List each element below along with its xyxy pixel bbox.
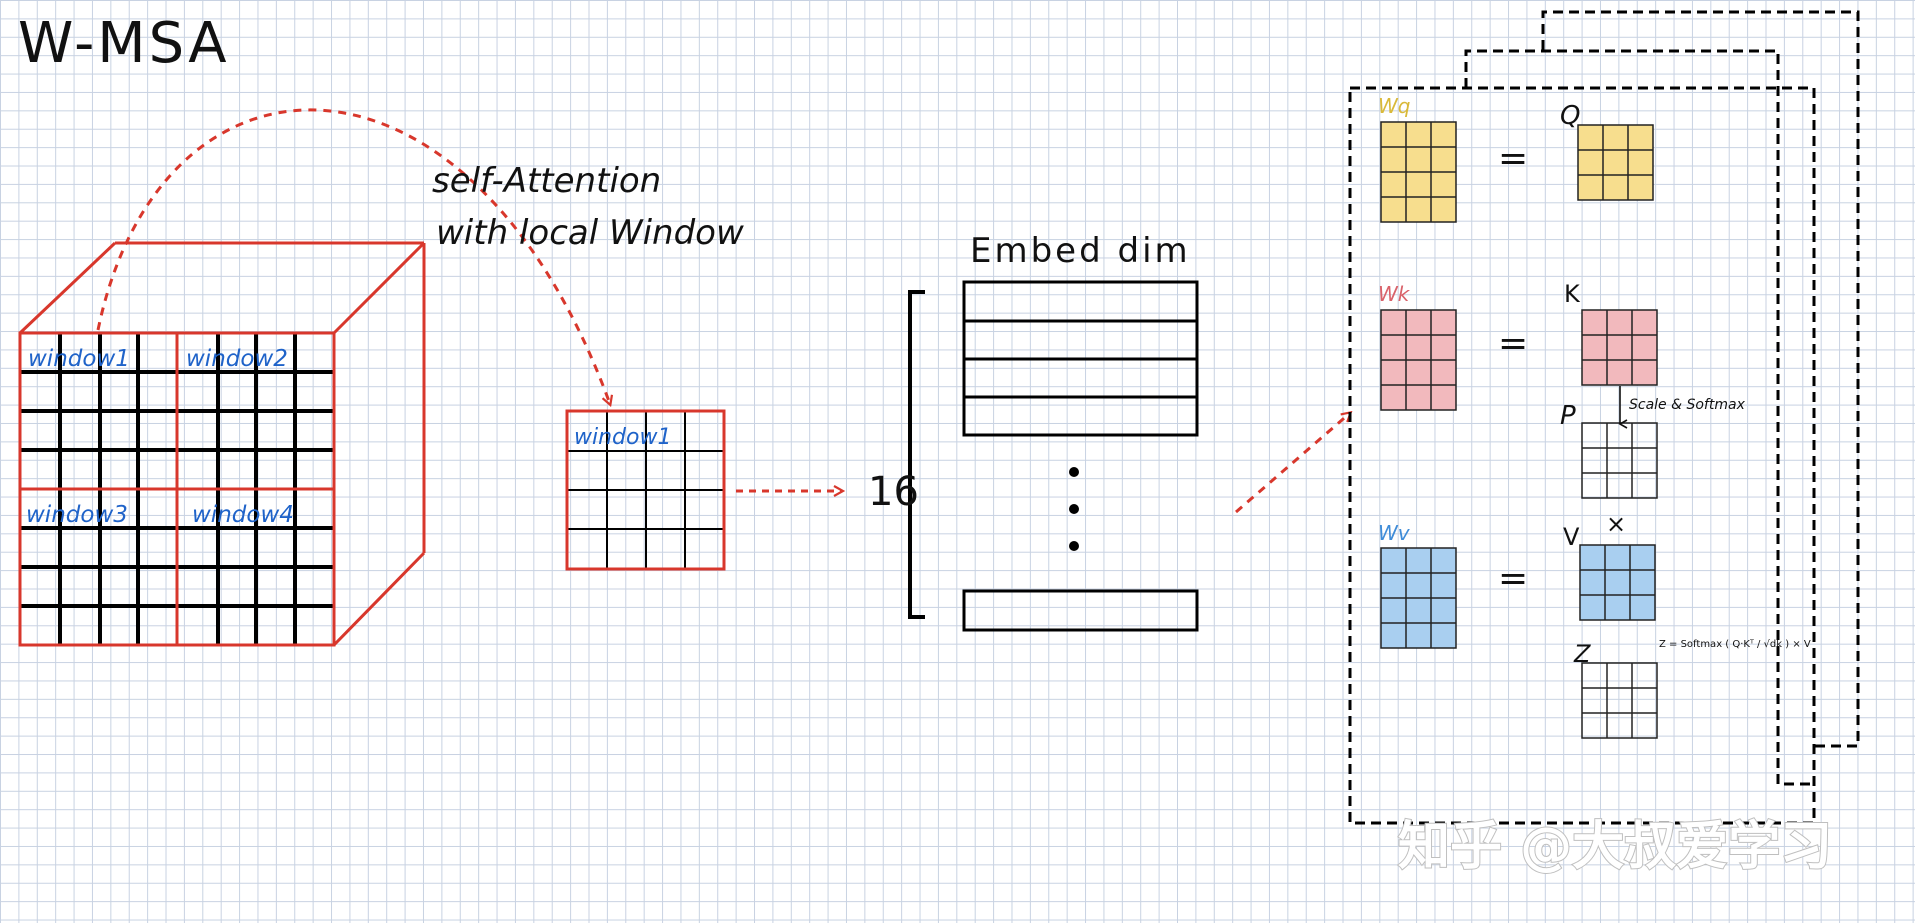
head-1-frame: [1348, 86, 1816, 825]
q-label: Q: [1560, 101, 1580, 131]
extract-window-arrow: [96, 108, 610, 404]
token-row-last: [962, 589, 1199, 632]
equals-v: =: [1498, 558, 1528, 599]
head-3-frame: [1541, 10, 1860, 748]
wq-label: Wq: [1378, 94, 1410, 118]
k-label: K: [1564, 280, 1581, 308]
wv-matrix: [1380, 547, 1457, 649]
scale-softmax-note: Scale & Softmax: [1629, 397, 1746, 413]
window3-label: window3: [26, 502, 128, 528]
z-label: Z: [1573, 640, 1591, 668]
k-matrix: [1581, 309, 1658, 386]
single-window: window1: [565, 409, 726, 571]
to-attention-arrow: [1235, 413, 1350, 514]
diagram-title: W-MSA: [18, 11, 230, 76]
window2-label: window2: [186, 346, 288, 372]
attention-heads: [1348, 10, 1860, 825]
ellipsis-dot: [1069, 504, 1079, 514]
wk-label: Wk: [1378, 282, 1411, 306]
v-label: V: [1563, 523, 1580, 551]
window1-label: window1: [28, 346, 130, 372]
wk-matrix: [1380, 309, 1457, 411]
v-matrix: [1579, 544, 1656, 621]
single-window-label: window1: [574, 425, 671, 450]
ellipsis-dot: [1069, 467, 1079, 477]
token-count-label: 16: [868, 469, 919, 515]
feature-map-cube: window1 window2 window3 window4: [18, 241, 426, 647]
head-2-frame: [1464, 49, 1814, 786]
token-count-bracket: [908, 290, 925, 619]
wq-matrix: [1380, 121, 1457, 223]
qkv-matrices: [1380, 121, 1658, 739]
annotation-line-2: with local Window: [436, 213, 744, 253]
p-label: P: [1560, 401, 1576, 431]
embed-dim-label: Embed dim: [970, 231, 1191, 271]
q-matrix: [1577, 124, 1654, 201]
annotation-line-1: self-Attention: [432, 161, 661, 201]
token-embeddings: Embed dim 16: [868, 231, 1199, 632]
p-matrix: [1581, 422, 1658, 499]
equals-q: =: [1498, 138, 1528, 179]
times-sign: ×: [1606, 510, 1626, 538]
z-matrix: [1581, 662, 1658, 739]
ellipsis-dot: [1069, 541, 1079, 551]
attention-formula: Z = Softmax ( Q·Kᵀ / √dk ) × V: [1659, 639, 1811, 650]
wv-label: Wv: [1378, 521, 1411, 545]
watermark: 知乎 @大叔爱学习: [1398, 817, 1832, 877]
window4-label: window4: [192, 502, 294, 528]
equals-k: =: [1498, 323, 1528, 364]
